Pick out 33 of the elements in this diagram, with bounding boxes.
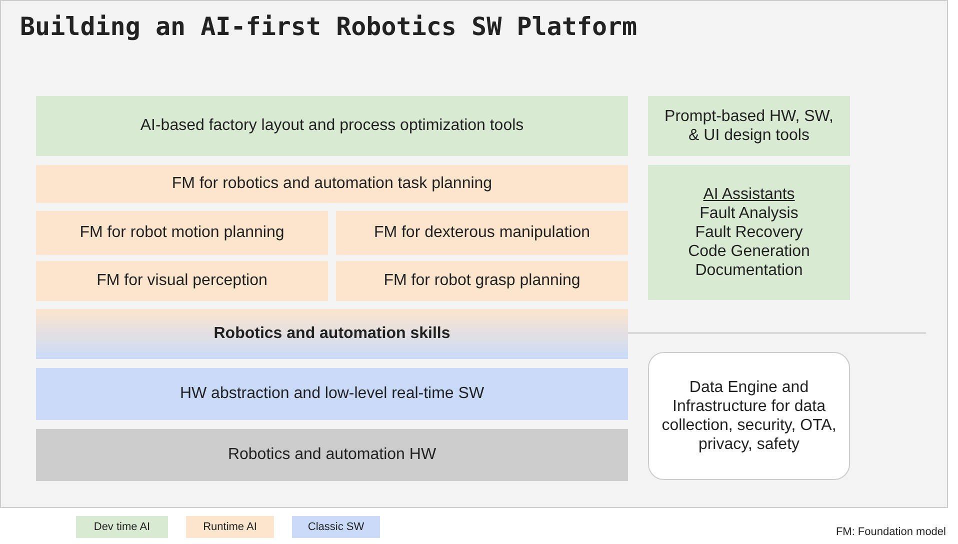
box-label: Code Generation xyxy=(688,242,810,262)
legend-label: Classic SW xyxy=(308,521,364,533)
hardware-layer-box xyxy=(36,429,628,481)
model-box xyxy=(336,261,628,301)
box-label: Data Engine and Infrastructure for data collection, security, OTA, privacy, safety xyxy=(660,378,838,454)
box-label: FM for visual perception xyxy=(96,271,268,291)
slide-title: Building an AI-first Robotics SW Platform xyxy=(20,12,638,41)
tool-layer-box xyxy=(36,96,628,156)
box-label: FM for dexterous manipulation xyxy=(374,223,590,243)
box-label: FM for robotics and automation task planning xyxy=(172,174,492,194)
infrastructure-panel xyxy=(648,352,850,480)
model-box xyxy=(36,261,328,301)
model-layer-box xyxy=(36,165,628,203)
box-label: Fault Analysis xyxy=(700,204,798,223)
model-box xyxy=(36,211,328,255)
box-label: Robotics and automation HW xyxy=(228,445,436,465)
box-label: Fault Recovery xyxy=(695,222,803,242)
panel-heading: AI Assistants xyxy=(703,184,795,204)
legend-label: Runtime AI xyxy=(203,521,257,533)
box-label: HW abstraction and low-level real-time SW xyxy=(180,384,484,404)
box-label: Robotics and automation skills xyxy=(214,324,450,344)
box-label: FM for robot grasp planning xyxy=(384,271,580,291)
tool-layer-box xyxy=(648,96,850,156)
footnote: FM: Foundation model xyxy=(836,526,946,538)
model-box xyxy=(336,211,628,255)
box-label: Documentation xyxy=(695,261,803,280)
box-label: AI-based factory layout and process optimization tools xyxy=(140,116,524,136)
skills-layer-box xyxy=(36,309,628,359)
software-layer-box xyxy=(36,368,628,420)
assistant-panel xyxy=(648,165,850,300)
legend-label: Dev time AI xyxy=(94,521,150,533)
box-label: Prompt-based HW, SW, & UI design tools xyxy=(664,106,834,146)
box-label: FM for robot motion planning xyxy=(80,223,284,243)
